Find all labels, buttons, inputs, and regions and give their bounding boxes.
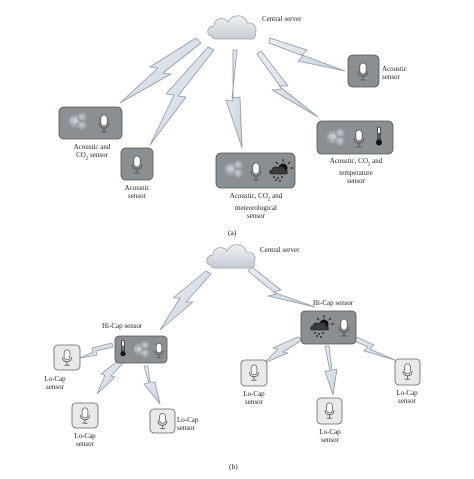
wireless-link <box>96 359 125 395</box>
co2-icon-text: CO2 <box>71 119 80 125</box>
label-acoustic-co2-met: Acoustic, CO2 and meteorological sensor <box>229 192 283 221</box>
central-server-cloud-b <box>206 244 256 269</box>
hicap-label-right: Hi-Cap sensor <box>313 299 354 307</box>
wireless-link <box>149 46 215 146</box>
panel-a <box>58 15 394 189</box>
sensor-box <box>316 120 394 155</box>
co2-icon-text: CO2 <box>227 167 236 173</box>
locap-sensor <box>316 397 343 425</box>
wireless-links-b <box>79 266 396 405</box>
hicap-sensor-b-right <box>300 310 357 345</box>
co2-icon-text: CO2 <box>329 135 338 141</box>
co2-icon <box>68 112 87 130</box>
acoustic-co2-sensor-a <box>58 106 123 140</box>
label-acoustic-co2-temp: Acoustic, CO2 and temperature sensor <box>329 157 383 186</box>
co2-icon <box>224 160 243 178</box>
acoustic-sensor-a-right <box>347 54 380 88</box>
co2-icon-text: CO2 <box>135 347 143 354</box>
server-label-a: Central server <box>262 15 302 23</box>
wireless-link <box>159 270 212 331</box>
hicap-sensor-b-left <box>114 335 168 364</box>
label-acoustic-left: Acoustic sensor <box>124 184 150 200</box>
acoustic-co2-met-sensor-a <box>215 152 296 189</box>
label-acoustic-right: Acoustic sensor <box>382 65 407 81</box>
wireless-link <box>143 365 161 405</box>
co2-icon <box>133 340 150 358</box>
wireless-links-a <box>119 37 346 149</box>
panel-label-a: (a) <box>228 228 237 237</box>
wireless-link <box>268 37 346 72</box>
locap-sensor <box>71 402 99 429</box>
panel-label-b: (b) <box>229 462 238 471</box>
locap-sensor <box>53 344 81 371</box>
acoustic-co2-temp-sensor-a <box>316 120 394 155</box>
acoustic-sensor-a-left <box>120 147 154 181</box>
locap-sensor <box>149 408 176 434</box>
wireless-link <box>79 342 114 359</box>
wireless-link <box>247 266 316 308</box>
wireless-link <box>263 336 303 364</box>
locap-sensor <box>240 359 268 387</box>
label-acoustic-co2: Acoustic and CO2 sensor <box>73 143 111 162</box>
central-server-cloud-a <box>207 15 257 40</box>
wireless-link <box>119 37 202 104</box>
hicap-label-left: Hi-Cap sensor <box>102 322 143 330</box>
wireless-link <box>256 50 319 118</box>
co2-icon <box>326 128 345 146</box>
locap-sensor <box>394 358 421 386</box>
panel-b <box>53 244 421 434</box>
wireless-link <box>225 49 243 149</box>
wireless-link <box>350 334 396 361</box>
wireless-link <box>324 345 338 396</box>
server-label-b: Central server <box>260 246 300 254</box>
